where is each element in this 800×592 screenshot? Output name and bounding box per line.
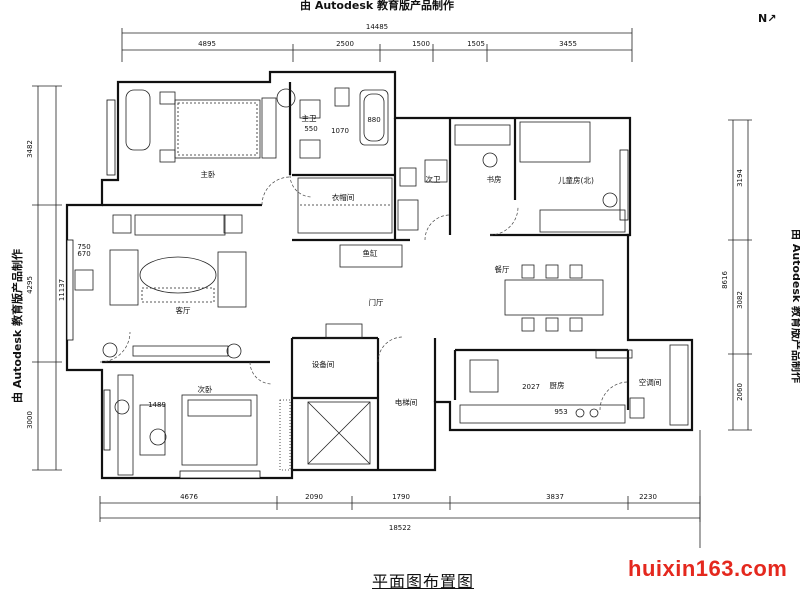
dim-right-inner: 8616 [721,271,729,289]
dim-top-2: 2500 [336,40,354,48]
room-kids: 儿童房(北) [558,175,594,185]
measure-2: 1070 [331,127,349,135]
dim-bottom-1: 4676 [180,493,198,501]
measure-5: 670 [77,250,90,258]
dim-right-1: 3194 [736,169,744,187]
room-fish-tank: 鱼缸 [363,248,378,258]
dim-right-2: 3082 [736,291,744,309]
dim-top-total: 14485 [366,23,388,31]
dim-bottom-5: 2230 [639,493,657,501]
room-living: 客厅 [176,305,191,315]
north-mark: N [758,12,768,25]
room-study: 书房 [487,174,502,184]
dim-bottom-total: 18522 [389,524,411,532]
dim-top-1: 4895 [198,40,216,48]
dim-top-5: 3455 [559,40,577,48]
room-guest-bath: 次卫 [426,174,441,184]
room-dining: 餐厅 [495,265,510,274]
room-elevator: 电梯间 [395,397,418,407]
room-kitchen: 厨房 [550,380,565,390]
dim-bottom-3: 1790 [392,493,410,501]
measure-7: 2027 [522,383,540,391]
measure-4: 750 [77,243,90,251]
measure-6: 1489 [148,401,166,409]
dim-bottom-2: 2090 [305,493,323,501]
site-watermark: huixin163.com [628,556,788,581]
room-wardrobe: 衣帽间 [332,192,355,202]
dim-left-1: 3482 [26,140,34,158]
plan-title: 平面图布置图 [372,572,475,591]
dim-bottom-4: 3837 [546,493,564,501]
dim-left-inner: 11137 [58,279,66,301]
measure-1: 550 [304,125,317,133]
dim-left-3: 3000 [26,411,34,429]
room-second-bed: 次卧 [198,384,213,394]
north-arrow-icon: N↗ [758,12,777,25]
dim-top-3: 1500 [412,40,430,48]
room-master-bed: 主卧 [201,169,216,179]
room-equipment: 设备间 [312,359,335,369]
dim-left-2: 4295 [26,276,34,294]
room-foyer: 门厅 [369,298,384,307]
measure-8: 953 [554,408,567,416]
room-ac: 空调间 [639,377,662,387]
measure-3: 880 [367,116,380,124]
room-master-bath: 主卫 [302,113,317,123]
watermark-top: 由 Autodesk 教育版产品制作 [300,0,455,12]
dim-right-3: 2060 [736,383,744,401]
dim-top-4: 1505 [467,40,485,48]
